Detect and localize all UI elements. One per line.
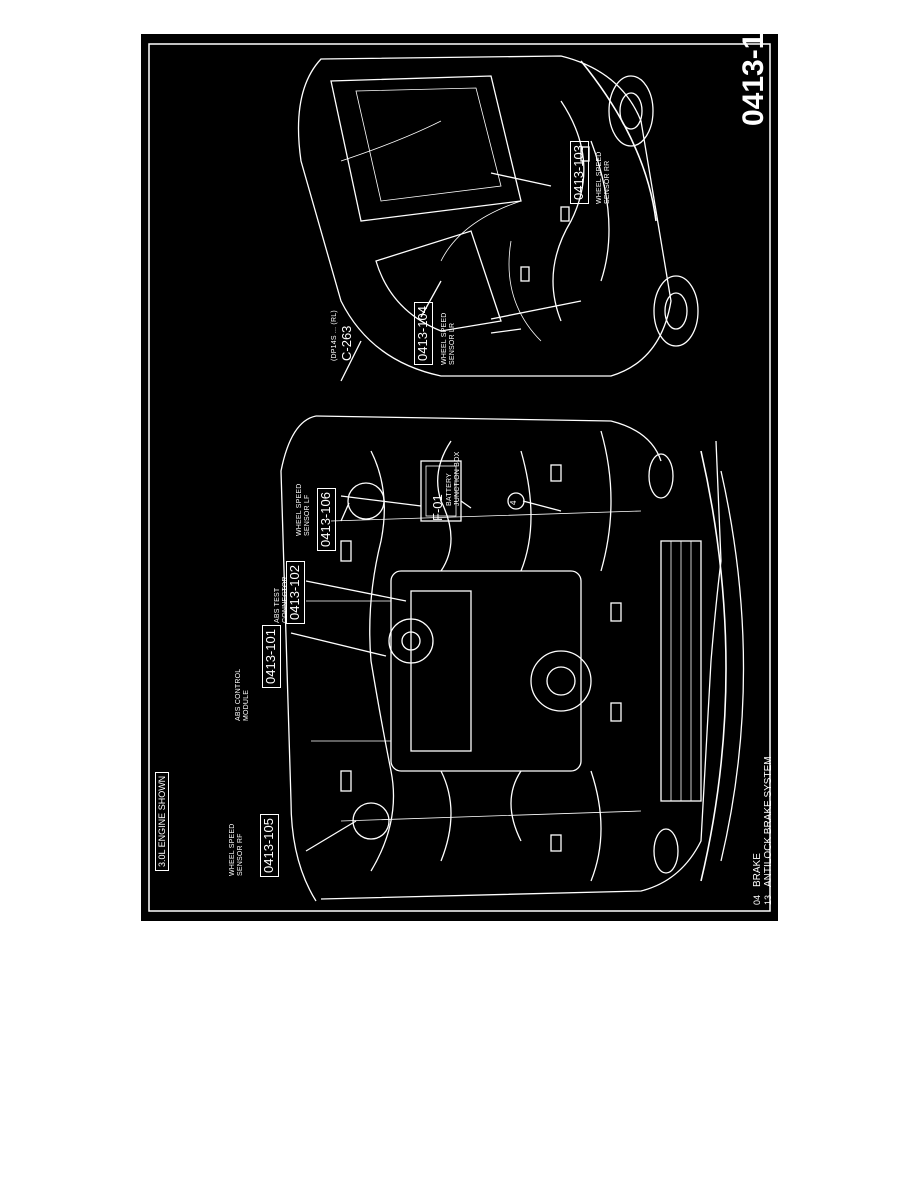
rear-vehicle-drawing (297, 55, 699, 377)
callout-106-desc2: SENSOR LF (304, 494, 311, 536)
callout-101-desc2: MODULE (243, 689, 250, 721)
rotated-content: 04 13 BRAKE ANTILOCK BRAKE SYSTEM 0413-1… (141, 16, 778, 921)
callout-101-box: 0413-101 (262, 625, 281, 688)
frame-border (148, 43, 771, 912)
callout-101-desc1: ABS CONTROL (235, 668, 242, 721)
reference-circle (507, 492, 525, 510)
engine-note-box: 3.0L ENGINE SHOWN (155, 771, 170, 871)
diagram-sheet: 04 13 BRAKE ANTILOCK BRAKE SYSTEM 0413-1… (141, 16, 778, 921)
callout-106-box: 0413-106 (317, 488, 336, 551)
callout-102-box: 0413-102 (286, 561, 305, 624)
callout-103-desc1: WHEEL SPEED (596, 151, 603, 204)
callout-103-desc2: SENSOR RR (604, 160, 611, 204)
callout-102-desc1: ABS TEST (274, 587, 281, 623)
footer-num2: 13 (763, 894, 773, 905)
f01-desc1: BATTERY (446, 472, 453, 506)
engine-compartment-drawing (280, 415, 745, 902)
page-id: 0413-1a (737, 15, 770, 126)
f01-desc2: JUNCTION BOX (454, 451, 461, 506)
circle-marker-label: 4 (509, 500, 518, 505)
leader-lines (290, 172, 582, 852)
footer-num1: 04 (752, 894, 762, 905)
callout-104-desc2: SENSOR LR (449, 322, 456, 365)
callout-105-desc2: SENSOR RF (237, 833, 244, 876)
callout-105-box: 0413-105 (260, 814, 279, 877)
callout-103-box: 0413-103 (570, 141, 589, 204)
footer-subsection: ANTILOCK BRAKE SYSTEM (763, 756, 774, 887)
callout-104-box: 0413-104 (414, 302, 433, 365)
f01-label: F-01 (430, 494, 445, 521)
callout-104-desc1: WHEEL SPEED (441, 312, 448, 365)
c263-label: C-263 (339, 325, 354, 361)
footer-section: BRAKE (752, 853, 763, 887)
callout-105-desc1: WHEEL SPEED (229, 823, 236, 876)
wiring-illustration (148, 43, 771, 912)
callout-106-desc1: WHEEL SPEED (296, 483, 303, 536)
c263-note: (DP14S ... (RL) (331, 310, 338, 361)
